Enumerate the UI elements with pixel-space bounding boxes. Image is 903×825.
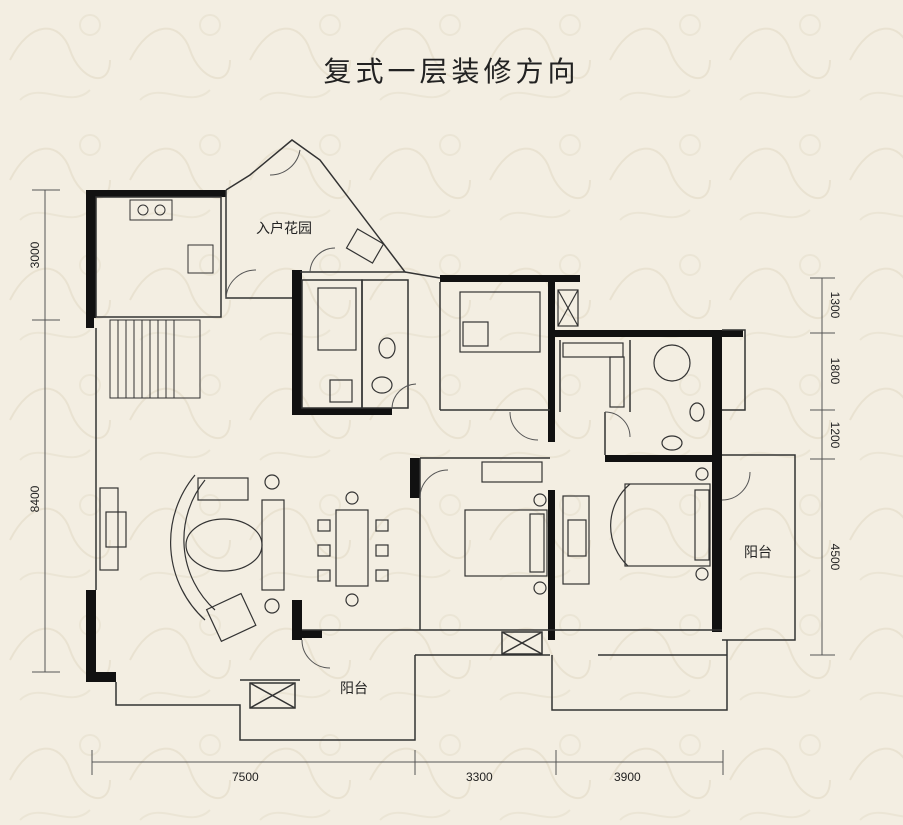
dimension-right-1: 1800 [828,357,842,385]
plan-title: 复式一层装修方向 [323,55,580,88]
dimension-bottom-1: 3300 [466,770,493,784]
dimension-bottom-2: 3900 [614,770,641,784]
room-label-entry-garden: 入户花园 [256,221,312,237]
room-label-balcony-south: 阳台 [340,681,368,697]
dimension-right-3: 4500 [828,543,842,571]
dimension-left-1: 8400 [28,485,42,513]
room-label-balcony-east: 阳台 [744,545,772,561]
dimension-left-0: 3000 [28,241,42,269]
dimension-bottom-0: 7500 [232,770,259,784]
dimension-right-0: 1300 [828,291,842,319]
dimension-right-2: 1200 [828,421,842,449]
